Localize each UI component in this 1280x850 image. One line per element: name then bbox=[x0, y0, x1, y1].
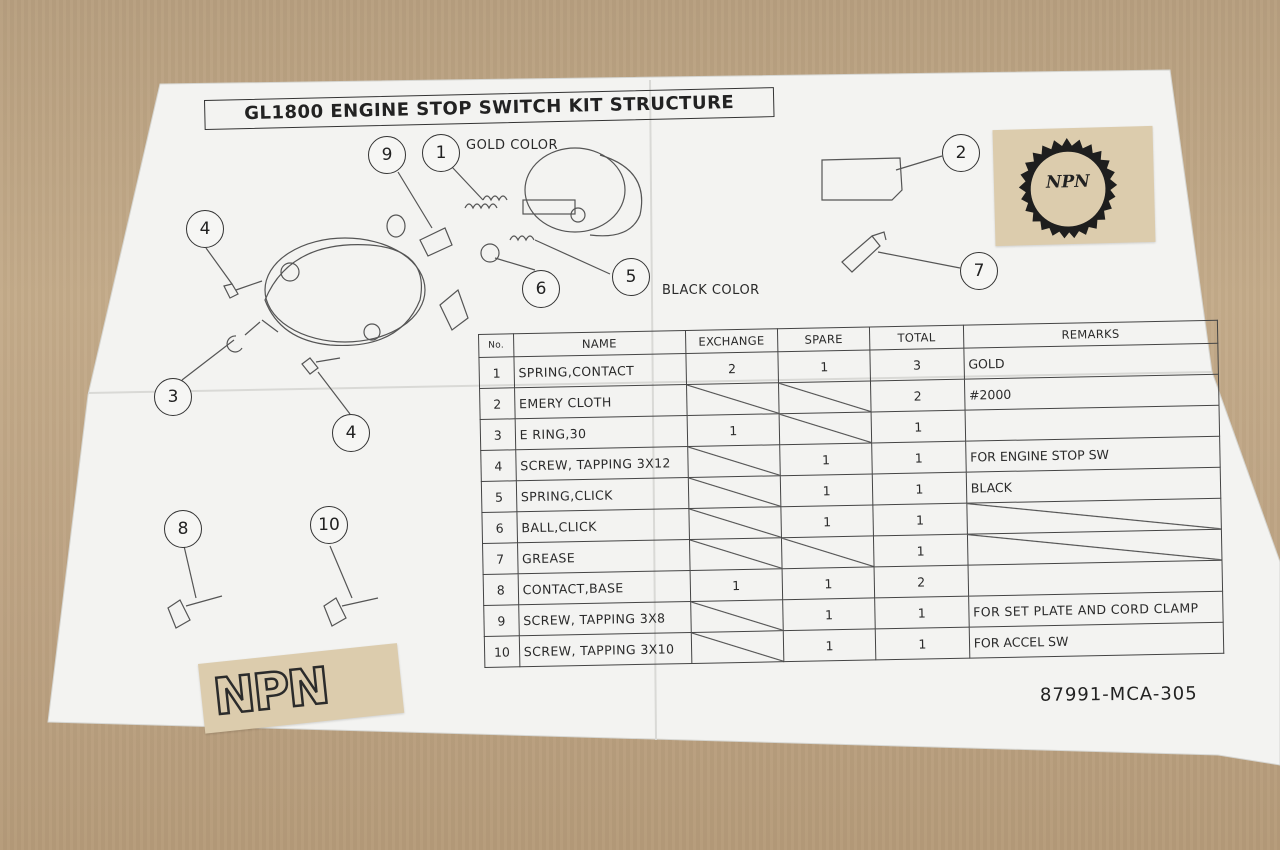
cell-name: SCREW, TAPPING 3X10 bbox=[519, 632, 692, 667]
cell-total: 1 bbox=[871, 441, 966, 474]
cell-exchange-empty bbox=[686, 382, 780, 416]
cell-no: 5 bbox=[481, 480, 517, 513]
cell-remarks: FOR ACCEL SW bbox=[968, 622, 1224, 659]
cell-total: 1 bbox=[873, 534, 968, 567]
cell-spare: 1 bbox=[780, 473, 873, 507]
cell-exchange-empty bbox=[688, 506, 782, 540]
cell-total: 1 bbox=[871, 410, 966, 443]
cell-total: 2 bbox=[870, 379, 965, 412]
badge-text: NPN bbox=[1045, 171, 1091, 193]
callout-8: 9 bbox=[368, 136, 406, 174]
cell-spare: 1 bbox=[780, 504, 874, 538]
seal-ring-icon bbox=[1018, 138, 1118, 239]
part-number: 87991-MCA-305 bbox=[1039, 683, 1198, 706]
cell-remarks: GOLD bbox=[963, 343, 1219, 380]
cell-no: 7 bbox=[482, 542, 518, 575]
parts-table: No. NAME EXCHANGE SPARE TOTAL REMARKS 1 … bbox=[478, 320, 1224, 668]
cell-name: EMERY CLOTH bbox=[514, 384, 687, 419]
cell-name: CONTACT,BASE bbox=[517, 570, 691, 605]
callout-9: 8 bbox=[164, 510, 202, 548]
cell-exchange-empty bbox=[690, 599, 784, 633]
cell-exchange: 1 bbox=[689, 568, 783, 602]
callout-1: 1 bbox=[422, 134, 460, 172]
cell-remarks: #2000 bbox=[964, 374, 1220, 411]
cell-total: 1 bbox=[872, 472, 967, 505]
col-header-no: No. bbox=[478, 333, 514, 358]
cell-exchange: 1 bbox=[686, 413, 780, 447]
cell-exchange: 2 bbox=[685, 351, 779, 385]
cell-no: 1 bbox=[478, 356, 515, 389]
cell-name: GREASE bbox=[517, 539, 690, 574]
cell-exchange-empty bbox=[687, 444, 781, 478]
cell-name: SPRING,CONTACT bbox=[513, 353, 687, 388]
cell-exchange-empty bbox=[687, 475, 781, 509]
cell-spare: 1 bbox=[783, 628, 876, 662]
cell-total: 2 bbox=[873, 565, 969, 598]
cell-spare: 1 bbox=[779, 442, 873, 476]
cell-remarks-empty bbox=[966, 498, 1222, 535]
callout-6: 6 bbox=[522, 270, 560, 308]
cell-name: SCREW, TAPPING 3X12 bbox=[515, 446, 688, 481]
cell-no: 6 bbox=[481, 511, 518, 544]
gold-color-label: GOLD COLOR bbox=[466, 138, 559, 153]
cell-spare-empty bbox=[779, 411, 872, 445]
cell-exchange-empty bbox=[689, 537, 783, 571]
cell-remarks: BLACK bbox=[965, 467, 1221, 504]
cell-name: SPRING,CLICK bbox=[516, 477, 689, 512]
npn-logo: NPN bbox=[209, 656, 331, 728]
cell-no: 4 bbox=[480, 449, 517, 482]
cell-name: E RING,30 bbox=[514, 415, 688, 450]
cell-remarks bbox=[964, 405, 1220, 442]
cell-remarks-empty bbox=[967, 529, 1222, 566]
black-color-label: BLACK COLOR bbox=[662, 283, 760, 298]
cell-spare-empty bbox=[778, 380, 872, 414]
cell-remarks bbox=[967, 560, 1223, 597]
cell-no: 2 bbox=[479, 387, 515, 420]
cell-total: 1 bbox=[874, 596, 969, 629]
cell-exchange-empty bbox=[690, 630, 784, 664]
cell-no: 10 bbox=[484, 635, 520, 668]
cell-spare: 1 bbox=[782, 597, 876, 631]
cell-name: BALL,CLICK bbox=[516, 508, 690, 543]
cell-spare: 1 bbox=[777, 349, 871, 383]
col-header-spare: SPARE bbox=[777, 326, 870, 352]
cell-no: 3 bbox=[480, 418, 516, 451]
cell-spare: 1 bbox=[782, 566, 875, 600]
cell-spare-empty bbox=[781, 535, 874, 569]
cell-no: 8 bbox=[483, 573, 519, 606]
callout-3: 3 bbox=[154, 378, 192, 416]
cell-total: 1 bbox=[875, 627, 970, 660]
cell-no: 9 bbox=[483, 604, 520, 637]
parts-table-container: No. NAME EXCHANGE SPARE TOTAL REMARKS 1 … bbox=[478, 319, 1245, 694]
cell-total: 1 bbox=[872, 503, 968, 536]
npn-seal-sticker: NPN bbox=[992, 125, 1156, 247]
callout-5: 5 bbox=[612, 258, 650, 296]
callout-10: 10 bbox=[310, 506, 348, 544]
callout-2: 2 bbox=[942, 134, 980, 172]
cell-remarks: FOR ENGINE STOP SW bbox=[965, 436, 1221, 473]
col-header-total: TOTAL bbox=[869, 325, 964, 350]
col-header-name: NAME bbox=[513, 330, 686, 357]
cell-total: 3 bbox=[869, 348, 965, 381]
cell-name: SCREW, TAPPING 3X8 bbox=[518, 601, 691, 636]
cell-remarks: FOR SET PLATE AND CORD CLAMP bbox=[968, 591, 1224, 628]
callout-7: 7 bbox=[960, 252, 998, 290]
col-header-exchange: EXCHANGE bbox=[685, 328, 778, 354]
callout-4-bottom: 4 bbox=[332, 414, 370, 452]
callout-4-top: 4 bbox=[186, 210, 224, 248]
